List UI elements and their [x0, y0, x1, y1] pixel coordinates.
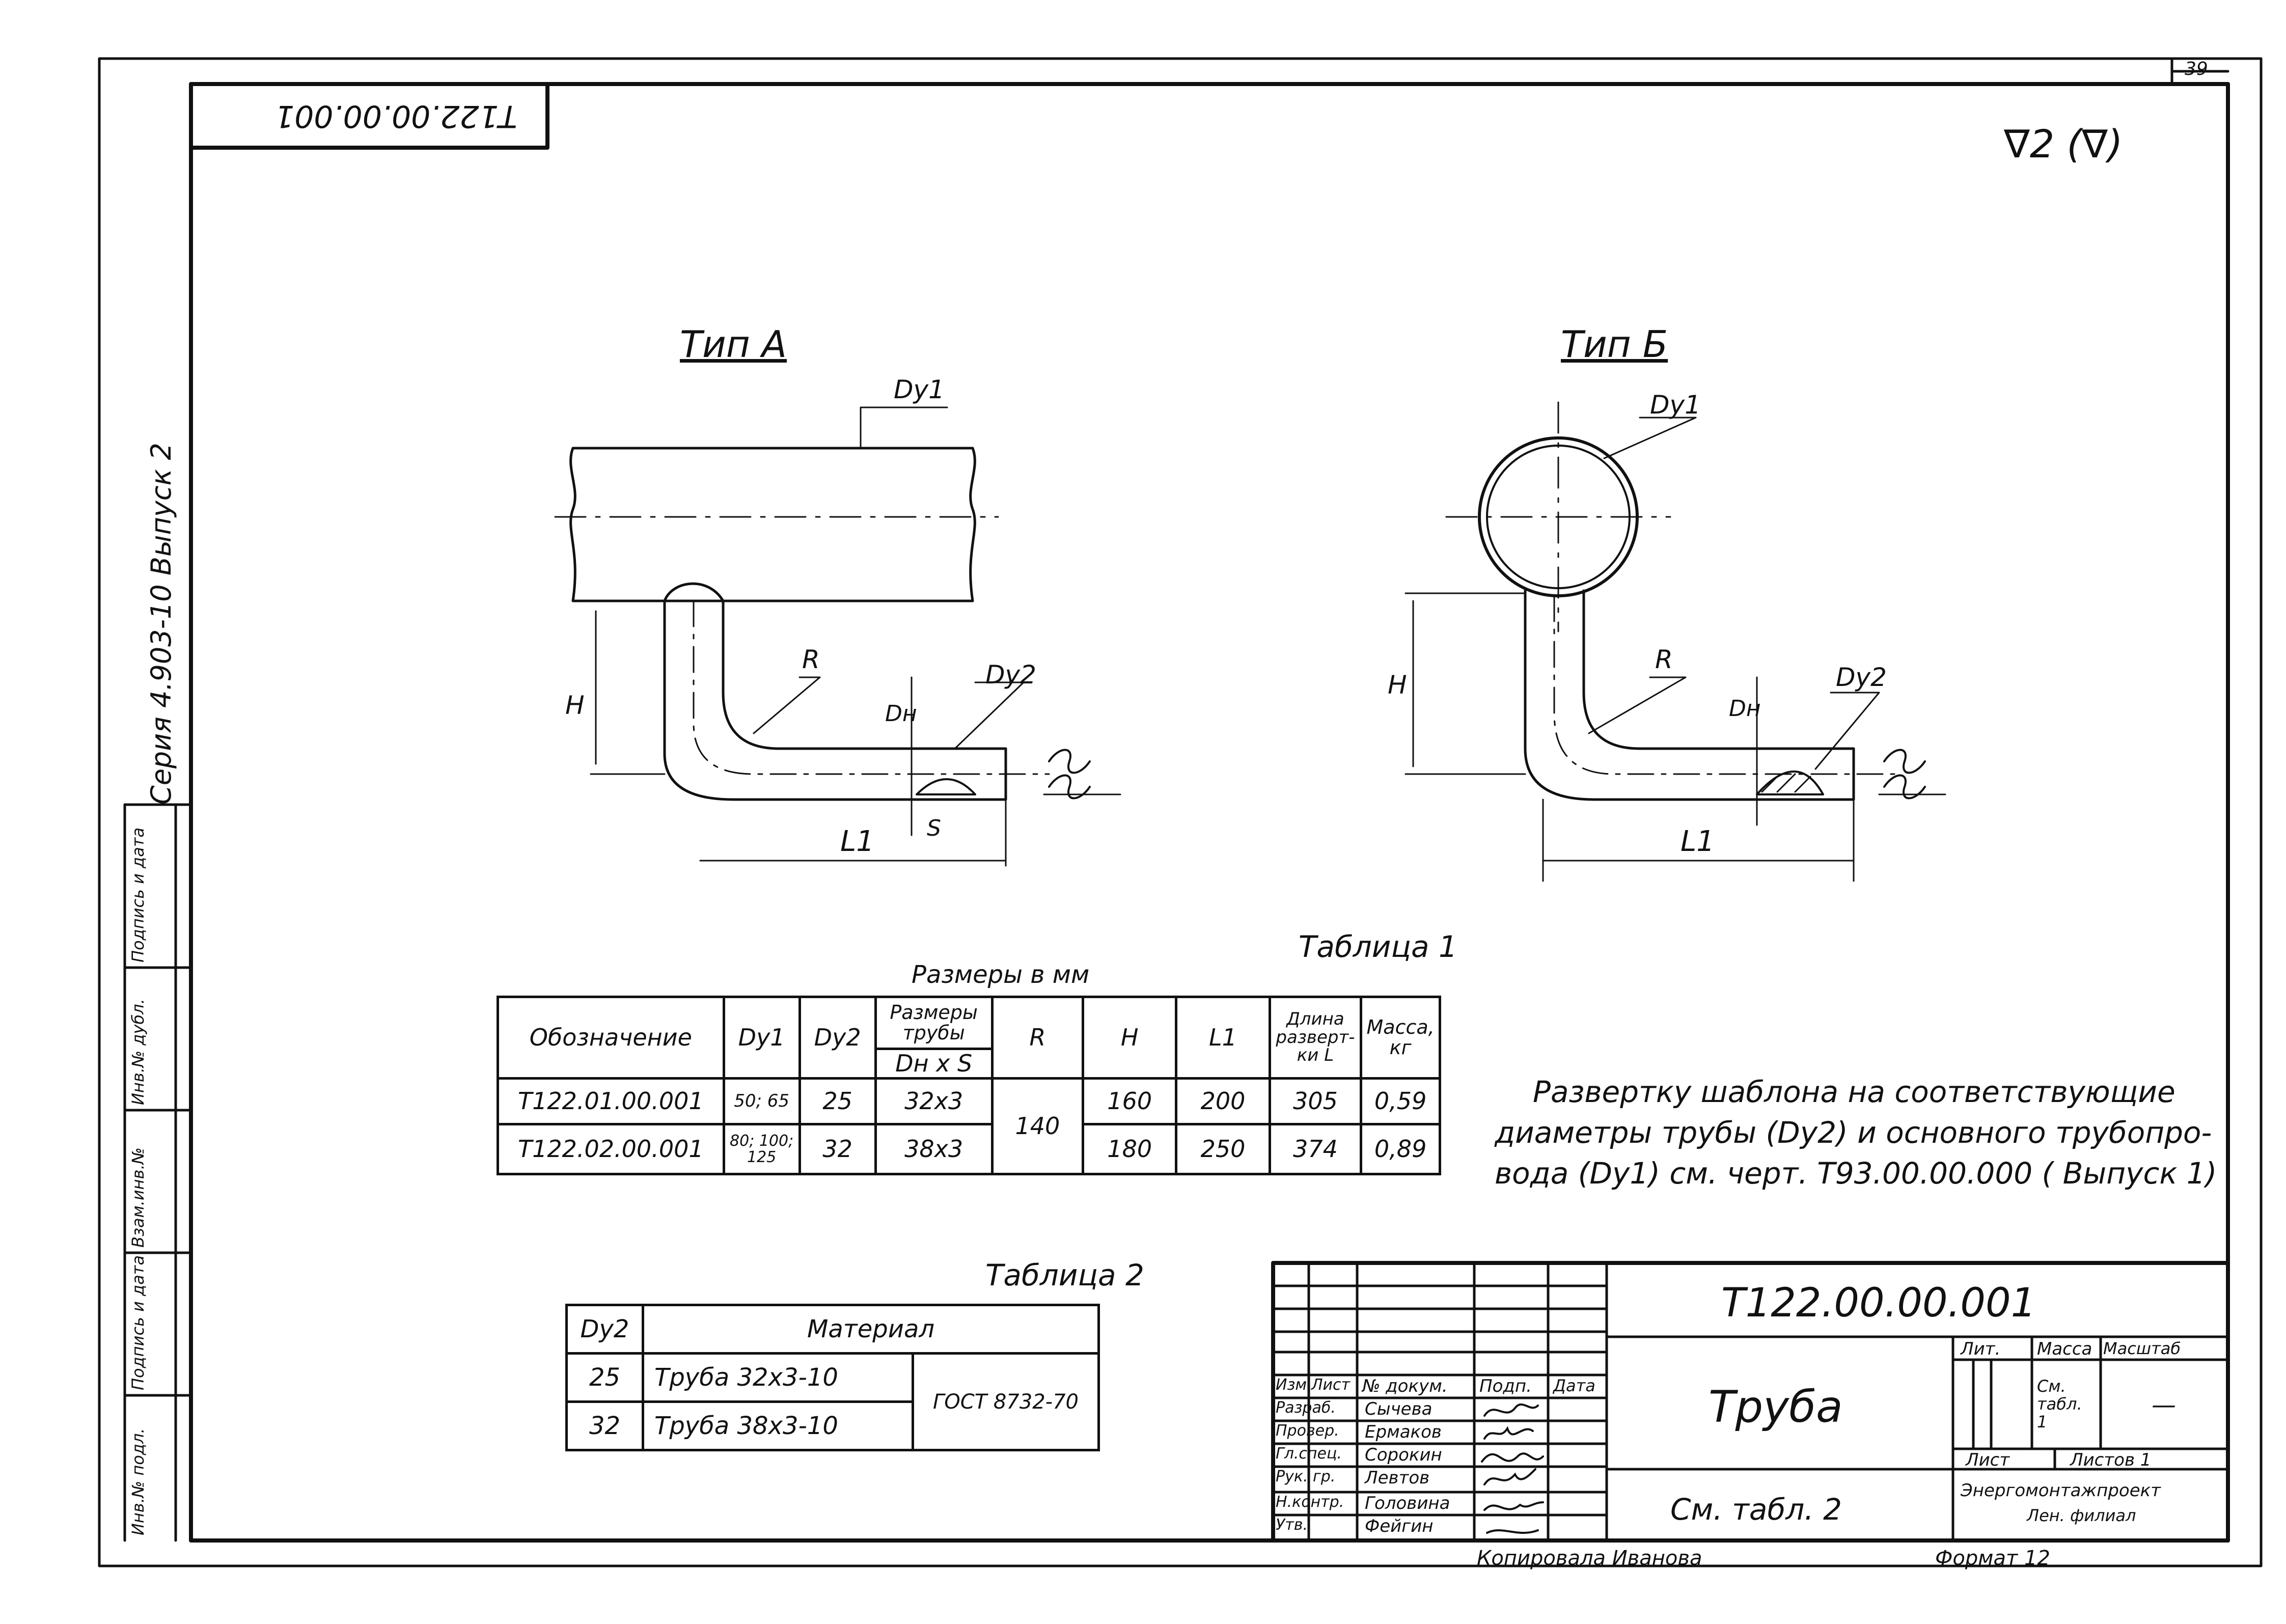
table1-header-designation: Обозначение — [497, 996, 725, 1080]
table2: Dу2 Материал 25 Труба 32x3-10 ГОСТ 8732-… — [565, 1304, 1100, 1451]
type-a-l1-label: L1 — [840, 825, 874, 858]
note-line-2: диаметры трубы (Dу2) и основного трубопр… — [1495, 1115, 2212, 1150]
table1-cell: 32 — [798, 1123, 877, 1175]
title-block-grid — [1271, 1261, 2230, 1543]
tb-org-line2: Лен. филиал — [2027, 1506, 2136, 1525]
tb-sheet-label: Лист — [1966, 1450, 2010, 1470]
table1-cell: 160 — [1082, 1077, 1178, 1125]
tb-col-header: Изм — [1276, 1376, 1307, 1394]
table1-cell: 80; 100; 125 — [722, 1123, 801, 1175]
table1-cell: 305 — [1268, 1077, 1363, 1125]
table1-header-dy1: Dу1 — [722, 996, 801, 1080]
table1-cell: 32x3 — [874, 1077, 994, 1125]
corner-stamp-box — [189, 82, 549, 150]
type-b-h-label: H — [1388, 670, 1407, 700]
left-margin-strip — [123, 803, 192, 1542]
table1-cell: 0,89 — [1360, 1123, 1441, 1175]
tb-col-header: № докум. — [1362, 1376, 1448, 1396]
note-line-1: Развертку шаблона на соответствующие — [1533, 1075, 2175, 1109]
table1-cell: 200 — [1175, 1077, 1271, 1125]
title-block-material-ref: См. табл. 2 — [1670, 1492, 1842, 1527]
table1-header-pipe-size-sub: Dн x S — [874, 1048, 994, 1080]
tb-col-header: Лист — [1311, 1376, 1351, 1394]
footer-format: Формат 12 — [1935, 1547, 2050, 1570]
table1-header-length: Длина разверт-ки L — [1268, 996, 1363, 1080]
tb-col-header: Дата — [1553, 1376, 1595, 1395]
table1-cell-r: 140 — [990, 1077, 1085, 1175]
type-b-dy1-label: Dу1 — [1650, 390, 1701, 420]
type-a-title: Тип А — [680, 323, 787, 366]
tb-sheets-label: Листов 1 — [2070, 1450, 2152, 1470]
table2-cell: Труба 32x3-10 — [642, 1352, 914, 1403]
table2-header-material: Материал — [642, 1304, 1100, 1355]
tb-lit-label: Лит. — [1961, 1339, 2001, 1359]
outer-frame — [98, 57, 2263, 1567]
title-block-code: Т122.00.00.001 — [1721, 1280, 2036, 1326]
type-b-title: Тип Б — [1561, 323, 1668, 366]
table1-cell: 25 — [798, 1077, 877, 1125]
tb-role: Утв. — [1276, 1516, 1308, 1534]
type-b-r-label: R — [1655, 645, 1673, 674]
type-a-h-label: H — [565, 691, 585, 720]
tb-person: Сычева — [1365, 1399, 1433, 1419]
table1-cell: 0,59 — [1360, 1077, 1441, 1125]
table1-cell: Т122.02.00.001 — [497, 1123, 725, 1175]
table1-cell: 250 — [1175, 1123, 1271, 1175]
type-a-drawing — [554, 406, 1121, 867]
footer-copied: Копировала Иванова — [1477, 1547, 1702, 1570]
table2-cell: 32 — [565, 1400, 644, 1451]
tb-role: Гл.спец. — [1276, 1445, 1342, 1463]
table2-cell: 25 — [565, 1352, 644, 1403]
tb-person: Ермаков — [1365, 1422, 1442, 1442]
type-a-dy2-label: Dу2 — [985, 660, 1036, 690]
tb-person: Сорокин — [1365, 1445, 1442, 1465]
table1-header-pipe-size: Размеры трубы — [874, 996, 994, 1050]
tb-scale-value: — — [2152, 1391, 2176, 1419]
table1-cell: 50; 65 — [722, 1077, 801, 1125]
table1-caption: Таблица 1 — [1299, 929, 1457, 964]
tb-person: Фейгин — [1365, 1516, 1434, 1536]
tb-mass-label: Масса — [2037, 1339, 2092, 1359]
table1-header-mass: Масса, кг — [1360, 996, 1441, 1080]
table1-cell: 38x3 — [874, 1123, 994, 1175]
inner-frame — [189, 82, 2230, 1543]
type-b-dn-label: Dн — [1729, 696, 1761, 722]
table1-cell: 374 — [1268, 1123, 1363, 1175]
type-b-drawing — [1404, 401, 1946, 882]
table1-header-dy2: Dу2 — [798, 996, 877, 1080]
table1-header-r: R — [990, 996, 1085, 1080]
table2-header-dy2: Dу2 — [565, 1304, 644, 1355]
tb-role: Провер. — [1276, 1422, 1339, 1440]
table2-caption: Таблица 2 — [985, 1258, 1144, 1292]
tb-role: Н.контр. — [1276, 1493, 1344, 1511]
tb-col-header: Подп. — [1479, 1376, 1532, 1396]
type-b-l1-label: L1 — [1681, 825, 1715, 858]
tb-scale-label: Масштаб — [2103, 1339, 2181, 1358]
tb-person: Головина — [1365, 1493, 1450, 1513]
tb-mass-value: См. табл. 1 — [2037, 1377, 2082, 1432]
table1-cell: Т122.01.00.001 — [497, 1077, 725, 1125]
type-a-s-label: S — [927, 815, 941, 841]
type-b-dy2-label: Dу2 — [1836, 663, 1887, 692]
table1: Обозначение Dу1 Dу2 Размеры трубы R H L1… — [497, 996, 1441, 1175]
tb-role: Рук. гр. — [1276, 1468, 1336, 1485]
table2-standard: ГОСТ 8732-70 — [912, 1352, 1100, 1451]
table1-cell: 180 — [1082, 1123, 1178, 1175]
tb-person: Левтов — [1365, 1468, 1430, 1488]
table1-header-h: H — [1082, 996, 1178, 1080]
type-a-dn-label: Dн — [885, 701, 917, 727]
table1-subcaption: Размеры в мм — [912, 960, 1090, 989]
tb-org-line1: Энергомонтажпроект — [1961, 1480, 2161, 1501]
title-block-name: Труба — [1709, 1382, 1843, 1433]
type-a-r-label: R — [802, 645, 820, 674]
type-a-dy1-label: Dу1 — [894, 375, 945, 404]
tb-role: Разраб. — [1276, 1399, 1336, 1417]
table2-cell: Труба 38x3-10 — [642, 1400, 914, 1451]
note-line-3: вода (Dу1) см. черт. Т93.00.00.000 ( Вып… — [1495, 1156, 2217, 1191]
table1-header-l1: L1 — [1175, 996, 1271, 1080]
surface-roughness-mark: ∇2 (∇) — [2004, 121, 2123, 167]
page-number: 39 — [2185, 59, 2208, 79]
